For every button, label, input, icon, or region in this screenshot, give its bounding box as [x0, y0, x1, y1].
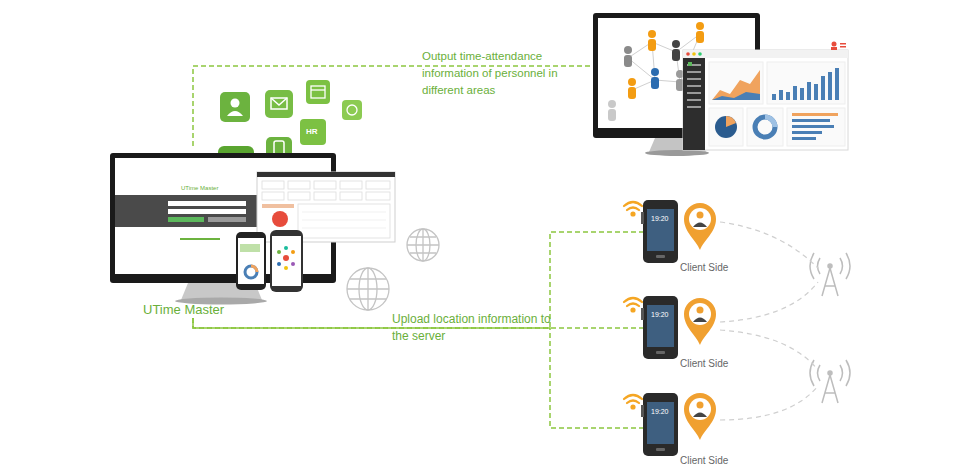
rugged-phone	[641, 200, 678, 456]
dashboard-window	[683, 42, 848, 151]
phone-clock: 19:20	[651, 310, 675, 319]
output-note: Output time-attendance information of pe…	[422, 48, 587, 99]
phone-clock: 19:20	[651, 214, 675, 223]
node-label: UTime Master	[143, 302, 224, 317]
client-node: Client Side	[676, 200, 738, 276]
cell-tower	[810, 253, 850, 403]
node-label: Client Side	[680, 358, 728, 369]
client-node: Client Side	[676, 296, 738, 372]
node-label: Client Side	[680, 455, 728, 466]
node-label: Client Side	[680, 262, 728, 273]
wifi-icon	[624, 202, 642, 409]
internet-globe	[347, 229, 439, 310]
icon-label: HR	[306, 127, 326, 137]
screen-title: UTime Master	[181, 184, 241, 192]
server-node: UTime Master	[108, 150, 348, 318]
mobile-app-phones	[236, 230, 303, 292]
location-pin	[684, 203, 716, 440]
edge-label: Upload location information to the serve…	[392, 311, 552, 345]
client-node: Client Side	[676, 393, 738, 469]
signal-link	[720, 222, 818, 420]
phone-clock: 19:20	[651, 407, 675, 416]
